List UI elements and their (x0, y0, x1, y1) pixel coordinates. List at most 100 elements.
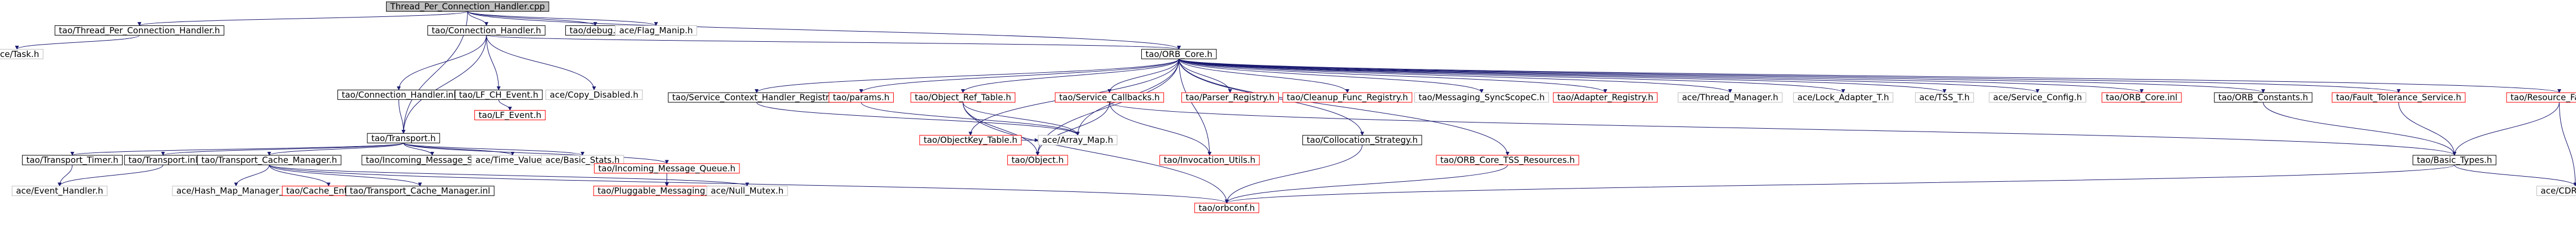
node-tcm-inl[interactable]: tao/Transport_Cache_Manager.inl (345, 186, 495, 196)
node-object-h[interactable]: tao/Object.h (1007, 155, 1068, 165)
node-objectkey-table[interactable]: tao/ObjectKey_Table.h (919, 135, 1022, 146)
node-array-map[interactable]: ace/Array_Map.h (1038, 135, 1118, 146)
node-label: tao/Incoming_Message_Queue.h (598, 163, 735, 174)
node-box (1436, 155, 1579, 165)
node-null-mutex[interactable]: ace/Null_Mutex.h (706, 186, 788, 196)
edge-orb-core-h-to-resource-factory (1179, 58, 2561, 93)
edge-resource-factory-to-basic-types (2452, 102, 2560, 156)
node-label: tao/Fault_Tolerance_Service.h (2336, 93, 2461, 103)
node-ace-task[interactable]: ace/Task.h (0, 49, 44, 59)
edge-orb-core-tss-to-orbconf (1224, 164, 1508, 204)
edge-conn-inl-to-transport-h (398, 99, 406, 134)
edge-svc-callbacks-to-invocation-utils (1109, 102, 1212, 156)
node-label: tao/Cleanup_Func_Registry.h (1287, 93, 1408, 103)
node-fault-tolerance[interactable]: tao/Fault_Tolerance_Service.h (2331, 92, 2466, 103)
edge-root-to-debug-h (467, 11, 598, 27)
node-label: tao/params.h (833, 93, 889, 103)
node-cleanup-registry[interactable]: tao/Cleanup_Func_Registry.h (1282, 92, 1413, 103)
node-orb-core-h[interactable]: tao/ORB_Core.h (1141, 49, 1217, 60)
edge-orb-core-h-to-params-h (859, 58, 1180, 93)
node-lf-event[interactable]: tao/LF_Event.h (474, 110, 546, 121)
node-label: tao/Basic_Types.h (2417, 155, 2492, 166)
node-debug-h[interactable]: tao/debug.h (565, 25, 625, 36)
node-basic-types[interactable]: tao/Basic_Types.h (2412, 155, 2497, 166)
edge-orb-core-h-to-service-config (1179, 58, 2040, 93)
node-service-config[interactable]: ace/Service_Config.h (1989, 92, 2086, 103)
node-box (2101, 92, 2182, 103)
node-orbconf[interactable]: tao/orbconf.h (1194, 203, 1259, 213)
node-label: ace/Lock_Adapter_T.h (1798, 93, 1889, 103)
node-label: tao/Collocation_Strategy.h (1307, 135, 1418, 146)
node-collocation[interactable]: tao/Collocation_Strategy.h (1302, 135, 1422, 146)
node-scr-h[interactable]: tao/Service_Context_Handler_Registry.h (668, 92, 846, 103)
edge-orb-core-h-to-svc-callbacks (1107, 59, 1180, 93)
node-box (541, 155, 624, 165)
node-label: tao/Transport_Cache_Manager.inl (350, 186, 490, 196)
node-box (427, 25, 545, 36)
node-label: ace/Null_Mutex.h (711, 186, 783, 196)
edge-transport-h-to-transport-inl (161, 142, 404, 156)
node-hash-map[interactable]: ace/Hash_Map_Manager_T.h (172, 186, 300, 196)
node-label: tao/ORB_Core_TSS_Resources.h (1440, 155, 1575, 166)
node-label: tao/debug.h (570, 25, 621, 36)
node-messaging-sync[interactable]: tao/Messaging_SyncScopeC.h (1414, 92, 1549, 103)
node-label: tao/Parser_Registry.h (1185, 93, 1274, 103)
node-box (1038, 135, 1118, 146)
node-tss-t[interactable]: ace/TSS_T.h (1915, 92, 1974, 103)
node-basic-stats[interactable]: ace/Basic_Stats.h (541, 155, 624, 166)
node-box (1793, 92, 1894, 103)
node-params-h[interactable]: tao/params.h (828, 92, 894, 103)
node-box (0, 49, 44, 59)
node-label: ace/Thread_Manager.h (1682, 93, 1778, 103)
node-box (828, 92, 894, 103)
node-copy-disabled[interactable]: ace/Copy_Disabled.h (545, 89, 643, 100)
node-lf-chevent[interactable]: tao/LF_CH_Event.h (454, 89, 543, 100)
node-svc-callbacks[interactable]: tao/Service_Callbacks.h (1055, 92, 1164, 103)
node-conn-h[interactable]: tao/Connection_Handler.h (427, 25, 545, 36)
edge-objref-table-to-orbconf (962, 102, 1229, 204)
node-invocation-utils[interactable]: tao/Invocation_Utils.h (1159, 155, 1260, 166)
node-pluggable[interactable]: tao/Pluggable_Messaging_Utils.h (593, 186, 741, 196)
node-tcm-h[interactable]: tao/Transport_Cache_Manager.h (197, 155, 341, 166)
node-orb-core-inl[interactable]: tao/ORB_Core.inl (2101, 92, 2182, 103)
node-label: ace/Flag_Manip.h (619, 25, 692, 36)
node-lock-adapter[interactable]: ace/Lock_Adapter_T.h (1793, 92, 1894, 103)
edge-orb-core-h-to-objref-table (961, 59, 1180, 93)
node-incoming-queue[interactable]: tao/Incoming_Message_Queue.h (594, 163, 740, 174)
node-objref-table[interactable]: tao/Object_Ref_Table.h (910, 92, 1016, 103)
node-transport-h[interactable]: tao/Transport.h (367, 133, 440, 143)
edge-orb-core-h-to-messaging-sync (1179, 59, 1484, 93)
node-adapter-registry[interactable]: tao/Adapter_Registry.h (1553, 92, 1658, 103)
node-box (1007, 155, 1068, 165)
node-box (910, 92, 1016, 103)
edge-orb-core-h-to-tss-t (1179, 58, 1947, 93)
edge-svc-callbacks-to-object-h (1036, 102, 1110, 156)
node-label: ace/Basic_Stats.h (545, 155, 620, 166)
node-flag-manip[interactable]: ace/Flag_Manip.h (614, 25, 698, 36)
node-box (2506, 92, 2576, 103)
node-orb-constants[interactable]: tao/ORB_Constants.h (2214, 92, 2313, 103)
node-root[interactable]: Thread_Per_Connection_Handler.cpp (386, 2, 549, 12)
edge-fault-tolerance-to-basic-types (2398, 102, 2457, 156)
node-box (1302, 135, 1422, 146)
node-incoming-stack[interactable]: tao/Incoming_Message_Stack.h (361, 155, 503, 166)
node-label: ace/TSS_T.h (1919, 93, 1969, 103)
node-transport-inl[interactable]: tao/Transport.inl (124, 155, 202, 165)
node-orb-core-tss[interactable]: tao/ORB_Core_TSS_Resources.h (1436, 155, 1579, 166)
node-thread-manager[interactable]: ace/Thread_Manager.h (1677, 92, 1783, 103)
node-conn-inl[interactable]: tao/Connection_Handler.inl (337, 89, 460, 100)
node-time-value[interactable]: ace/Time_Value.h (471, 155, 554, 166)
node-parser-registry[interactable]: tao/Parser_Registry.h (1181, 92, 1279, 103)
node-tpch-h[interactable]: tao/Thread_Per_Connection_Handler.h (54, 25, 224, 36)
node-resource-factory[interactable]: tao/Resource_Factory.h (2506, 92, 2576, 103)
node-label: tao/Resource_Factory.h (2510, 93, 2576, 103)
node-cdr-base[interactable]: ace/CDR_Base.h (2536, 186, 2576, 196)
node-event-handler[interactable]: ace/Event_Handler.h (11, 186, 108, 196)
node-label: tao/ObjectKey_Table.h (924, 135, 1018, 146)
node-label: tao/Service_Context_Handler_Registry.h (672, 93, 841, 103)
node-box (345, 186, 495, 196)
edge-conn-h-to-transport-h (401, 35, 487, 134)
edge-orb-core-h-to-invocation-utils (1179, 59, 1212, 156)
node-box (1677, 92, 1783, 103)
node-transport-timer[interactable]: tao/Transport_Timer.h (21, 155, 123, 166)
